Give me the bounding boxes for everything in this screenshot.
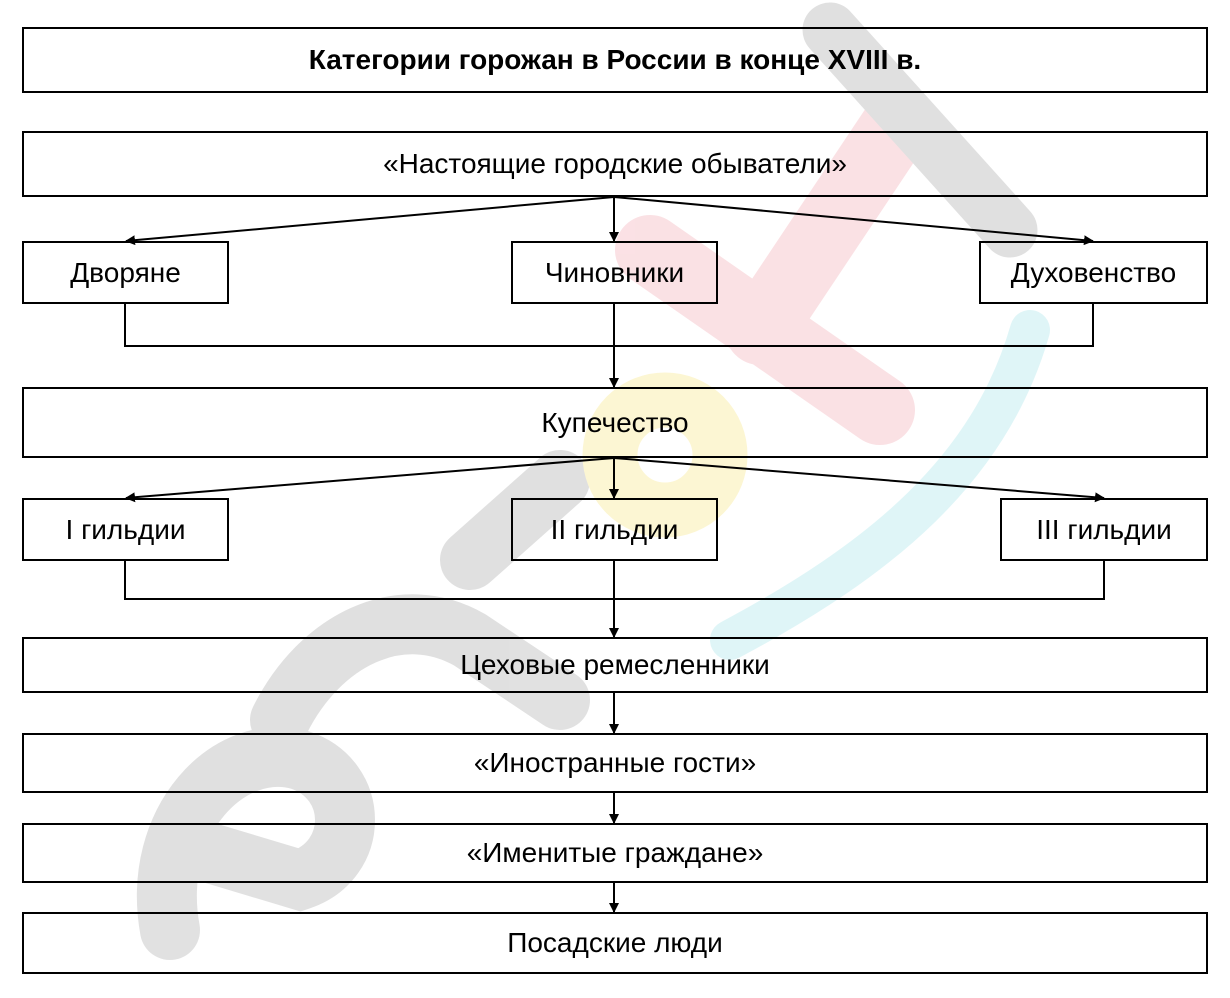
node-guild-2: II гильдии [511, 498, 718, 561]
node-label: Купечество [541, 406, 689, 438]
node-label: «Именитые граждане» [466, 837, 764, 868]
node-merchants: Купечество [22, 387, 1208, 458]
node-guild-artisans: Цеховые ремесленники [22, 637, 1208, 693]
node-posad-people: Посадские люди [22, 912, 1208, 974]
watermark-swoosh [710, 310, 1050, 660]
node-clergy: Духовенство [979, 241, 1208, 304]
node-label: II гильдии [550, 513, 679, 545]
node-label: Духовенство [1010, 256, 1177, 288]
node-label: III гильдии [1036, 513, 1172, 545]
node-officials: Чиновники [511, 241, 718, 304]
watermark-letter-e [136, 726, 375, 960]
node-label: Чиновники [544, 256, 685, 288]
node-label: «Настоящие городские обыватели» [383, 148, 847, 179]
node-label: I гильдии [65, 513, 186, 545]
watermark-letter-u [250, 594, 590, 750]
node-label: Цеховые ремесленники [460, 649, 770, 680]
diagram-title-box: Категории горожан в России в конце XVIII… [22, 27, 1208, 93]
node-nobles: Дворяне [22, 241, 229, 304]
node-eminent-citizens: «Именитые граждане» [22, 823, 1208, 883]
node-guild-1: I гильдии [22, 498, 229, 561]
node-label: Посадские люди [507, 927, 723, 958]
node-guild-3: III гильдии [1000, 498, 1208, 561]
watermark-letter-o [582, 372, 748, 538]
node-label: Дворяне [70, 256, 181, 288]
node-label: «Иностранные гости» [473, 747, 757, 778]
node-real-city-dwellers: «Настоящие городские обыватели» [22, 131, 1208, 197]
diagram-title: Категории горожан в России в конце XVIII… [308, 44, 922, 75]
node-foreign-guests: «Иностранные гости» [22, 733, 1208, 793]
